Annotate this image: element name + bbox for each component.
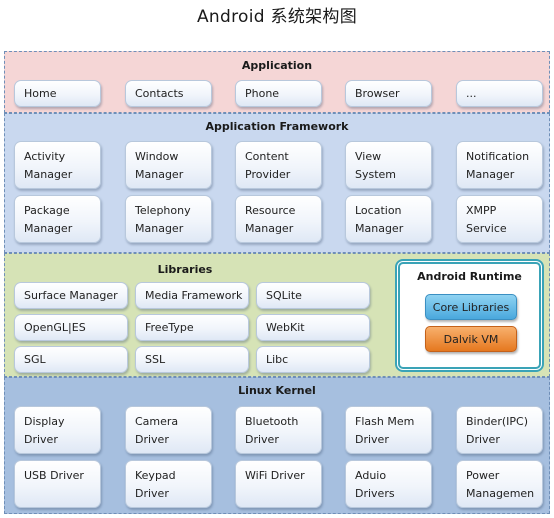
diagram-title: Android 系统架构图 <box>196 7 358 27</box>
fw-window-manager: Window Manager <box>125 141 212 189</box>
libraries-layer-title: Libraries <box>157 263 213 276</box>
fw-notification-manager: Notification Manager <box>456 141 543 189</box>
lib-webkit: WebKit <box>256 314 370 341</box>
lib-sgl: SGL <box>14 346 128 373</box>
android-runtime-panel: Android Runtime Core Libraries Dalvik VM <box>395 259 544 372</box>
kernel-power-management: Power Managemen <box>456 460 543 508</box>
fw-telephony-manager: Telephony Manager <box>125 195 212 243</box>
kernel-display-driver: Display Driver <box>14 406 101 454</box>
lib-opengl-es: OpenGL|ES <box>14 314 128 341</box>
core-libraries-box: Core Libraries <box>425 294 517 320</box>
fw-content-provider: Content Provider <box>235 141 322 189</box>
kernel-binder-ipc-driver: Binder(IPC) Driver <box>456 406 543 454</box>
kernel-bluetooth-driver: Bluetooth Driver <box>235 406 322 454</box>
fw-xmpp-service: XMPP Service <box>456 195 543 243</box>
app-home: Home <box>14 80 101 107</box>
kernel-usb-driver: USB Driver <box>14 460 101 508</box>
framework-layer-title: Application Framework <box>205 120 349 133</box>
kernel-flash-mem-driver: Flash Mem Driver <box>345 406 432 454</box>
kernel-audio-drivers: Aduio Drivers <box>345 460 432 508</box>
lib-libc: Libc <box>256 346 370 373</box>
lib-surface-manager: Surface Manager <box>14 282 128 309</box>
application-layer-title: Application <box>241 59 313 72</box>
kernel-wifi-driver: WiFi Driver <box>235 460 322 508</box>
kernel-camera-driver: Camera Driver <box>125 406 212 454</box>
app-browser: Browser <box>345 80 432 107</box>
lib-media-framework: Media Framework <box>135 282 249 309</box>
kernel-keypad-driver: Keypad Driver <box>125 460 212 508</box>
fw-resource-manager: Resource Manager <box>235 195 322 243</box>
kernel-layer-title: Linux Kernel <box>238 384 316 397</box>
fw-activity-manager: Activity Manager <box>14 141 101 189</box>
app-phone: Phone <box>235 80 322 107</box>
fw-view-system: View System <box>345 141 432 189</box>
fw-package-manager: Package Manager <box>14 195 101 243</box>
android-runtime-title: Android Runtime <box>417 270 522 283</box>
lib-sqlite: SQLite <box>256 282 370 309</box>
lib-ssl: SSL <box>135 346 249 373</box>
dalvik-vm-box: Dalvik VM <box>425 326 517 352</box>
app-contacts: Contacts <box>125 80 212 107</box>
fw-location-manager: Location Manager <box>345 195 432 243</box>
app-more: ... <box>456 80 543 107</box>
lib-freetype: FreeType <box>135 314 249 341</box>
